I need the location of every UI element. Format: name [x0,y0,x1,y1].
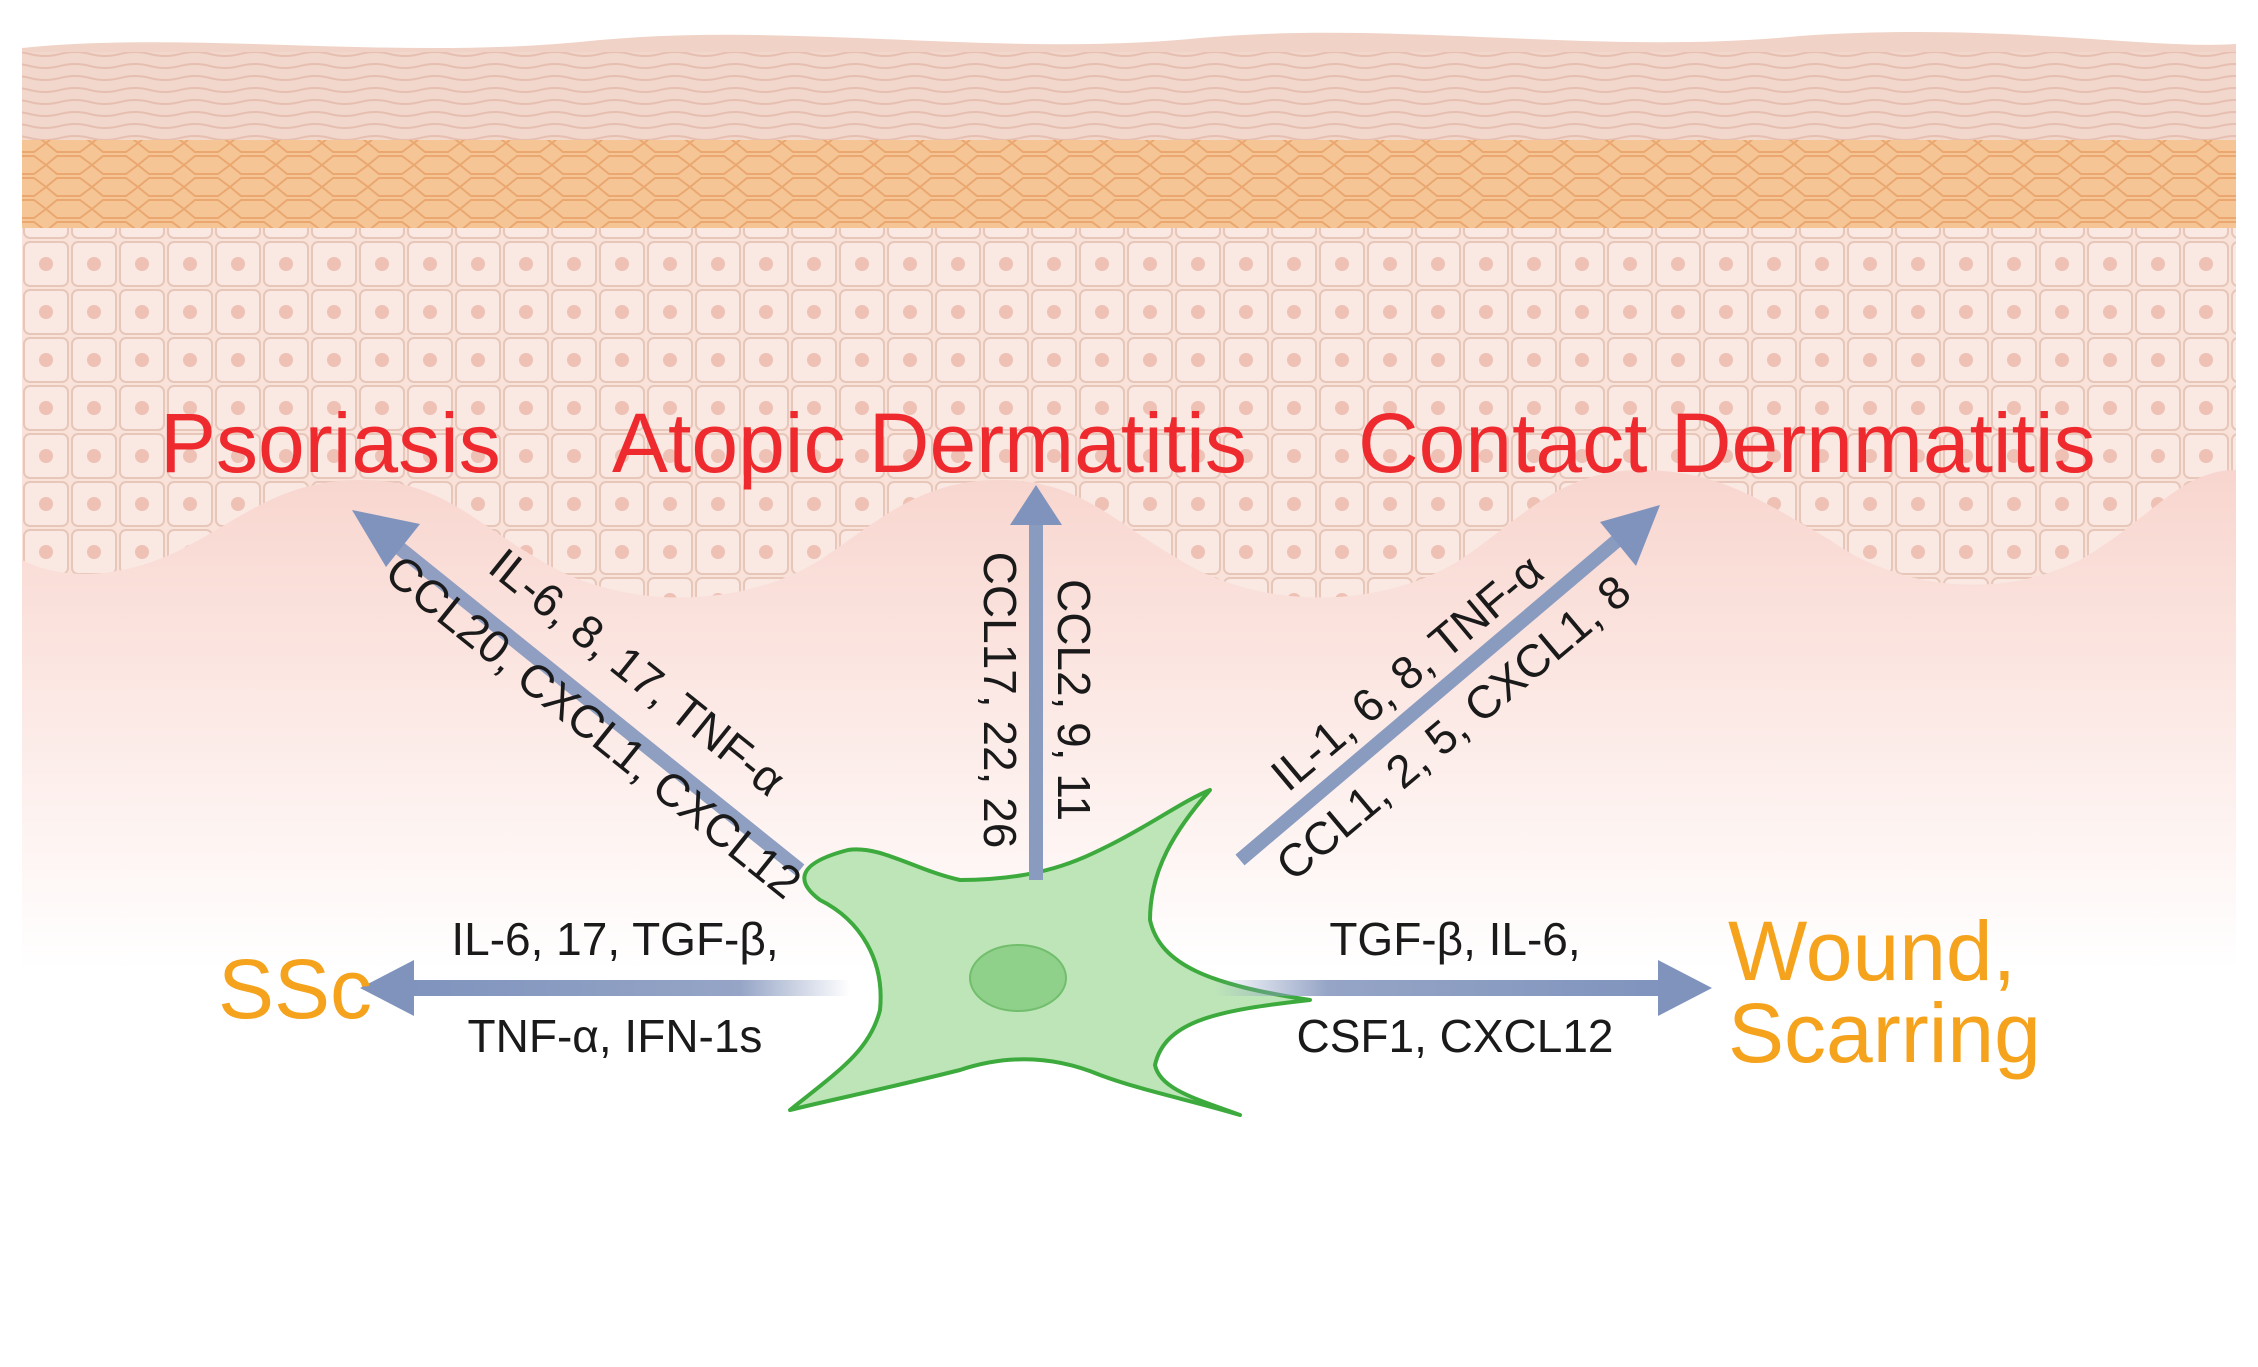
stratum-corneum-layer [22,48,2236,140]
wound-cytokines-1: TGF-β, IL-6, [1329,913,1580,965]
psoriasis-label: Psoriasis [160,396,501,490]
stratum-granulosum-layer [22,140,2236,228]
cell-nucleus [969,944,1067,1012]
wound-cytokines-2: CSF1, CXCL12 [1296,1010,1613,1062]
arrow-to-atopic-dermatitis [1010,485,1062,880]
wound-label: Wound, [1728,904,2016,998]
ssc-cytokines-1: IL-6, 17, TGF-β, [451,913,778,965]
arrow-to-ssc [360,960,850,1016]
ssc-cytokines-2: TNF-α, IFN-1s [468,1010,763,1062]
fibroblast-cell [788,788,1312,1117]
arrow-to-wound-scarring [1215,960,1712,1016]
scarring-label: Scarring [1728,986,2041,1080]
ssc-label: SSc [218,942,372,1036]
arrow-to-contact-dermatitis [1235,505,1660,866]
atopic-cytokines-1: CCL2, 9, 11 [1048,579,1100,821]
arrow-to-psoriasis [352,510,805,876]
contact-dermatitis-label: Contact Dernmatitis [1358,396,2096,490]
atopic-dermatitis-label: Atopic Dermatitis [612,396,1247,490]
atopic-cytokines-2: CCL17, 22, 26 [974,552,1026,849]
skin-top-edge [22,32,2236,52]
